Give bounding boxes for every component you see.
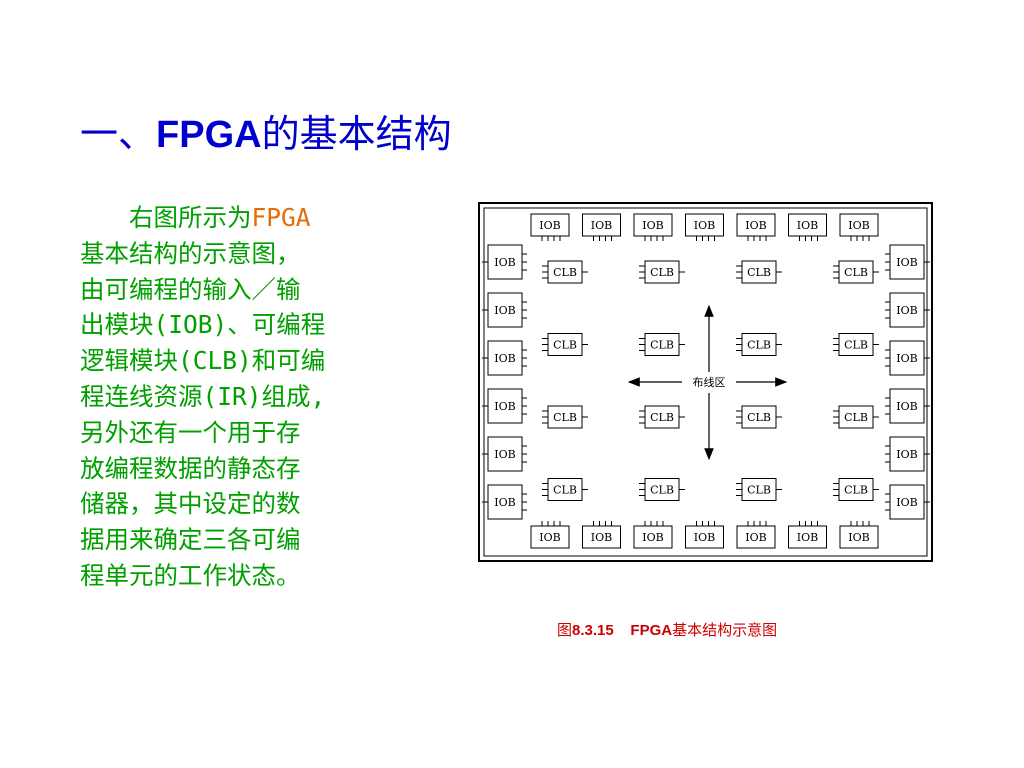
slide-title: 一、FPGA的基本结构 — [80, 108, 452, 161]
iob-label-right-3: IOB — [896, 400, 917, 413]
routing-area: 布线区 — [627, 304, 788, 461]
iob-label-left-0: IOB — [494, 256, 515, 269]
iob-label-right-4: IOB — [896, 448, 917, 461]
iob-label-right-5: IOB — [896, 496, 917, 509]
clb-label-r0-c1: CLB — [650, 266, 674, 279]
description-line-5: 程连线资源(IR)组成, — [80, 381, 326, 411]
description-intro: 右图所示为 — [129, 203, 252, 232]
iob-block-right-2 — [889, 340, 925, 376]
iob-block-bottom-1 — [582, 525, 621, 549]
iob-label-right-2: IOB — [896, 352, 917, 365]
caption-brand: FPGA — [630, 622, 673, 639]
iob-label-left-4: IOB — [494, 448, 515, 461]
iob-block-bottom-5 — [788, 525, 827, 549]
figure-caption: 图8.3.15 FPGA基本结构示意图 — [557, 619, 777, 640]
iob-label-top-4: IOB — [745, 219, 766, 232]
iob-block-right-4 — [889, 436, 925, 472]
iob-label-bottom-4: IOB — [745, 531, 766, 544]
description-line-1: 基本结构的示意图， — [80, 238, 301, 268]
iob-label-top-3: IOB — [694, 219, 715, 232]
iob-block-top-3 — [685, 213, 724, 237]
iob-label-bottom-5: IOB — [797, 531, 818, 544]
iob-block-bottom-0 — [530, 525, 570, 549]
clb-label-r0-c2: CLB — [747, 266, 771, 279]
fpga-structure-diagram: IOB IOB IOB IOB IOB IOB IOB IOB IOB IOB IOB IOB IOB I… — [478, 202, 933, 562]
iob-block-top-0 — [530, 213, 570, 237]
iob-label-left-2: IOB — [494, 352, 515, 365]
iob-label-bottom-3: IOB — [694, 531, 715, 544]
iob-label-left-3: IOB — [494, 400, 515, 413]
description-line-2: 由可编程的输入／输 — [80, 274, 301, 304]
clb-label-r0-c3: CLB — [844, 266, 868, 279]
iob-label-right-1: IOB — [896, 304, 917, 317]
caption-prefix: 图 — [557, 622, 573, 639]
iob-label-top-5: IOB — [797, 219, 818, 232]
iob-block-bottom-2 — [633, 525, 673, 549]
description-line-3: 出模块(IOB)、可编程 — [80, 310, 326, 340]
description-line-10: 程单元的工作状态。 — [80, 560, 301, 590]
description-text: 右图所示为FPGA 基本结构的示意图， 由可编程的输入／输 出模块(IOB)、可… — [80, 200, 420, 594]
clb-label-r3-c3: CLB — [844, 484, 868, 497]
iob-label-right-0: IOB — [896, 256, 917, 269]
iob-block-left-0 — [487, 244, 523, 280]
description-line-9: 据用来确定三各可编 — [80, 525, 301, 555]
clb-label-r3-c1: CLB — [650, 484, 674, 497]
iob-block-top-2 — [633, 213, 673, 237]
chip-inner-border — [483, 207, 928, 557]
chip-outer-border — [478, 202, 933, 562]
iob-label-left-1: IOB — [494, 304, 515, 317]
description-highlight: FPGA — [251, 203, 311, 232]
clb-label-r1-c2: CLB — [747, 339, 771, 352]
caption-number: 8.3.15 — [572, 622, 614, 639]
clb-label-r2-c1: CLB — [650, 411, 674, 424]
clb-label-r2-c0: CLB — [553, 411, 577, 424]
caption-suffix: 基本结构示意图 — [672, 622, 778, 639]
title-brand: FPGA — [156, 114, 262, 156]
iob-block-left-3 — [487, 388, 523, 424]
clb-label-r3-c0: CLB — [553, 484, 577, 497]
title-suffix: 的基本结构 — [261, 112, 452, 156]
clb-label-r1-c1: CLB — [650, 339, 674, 352]
iob-block-top-6 — [839, 213, 879, 237]
title-prefix: 一、 — [80, 112, 157, 156]
clb-label-r1-c3: CLB — [844, 339, 868, 352]
iob-block-top-1 — [582, 213, 621, 237]
description-line-7: 放编程数据的静态存 — [80, 453, 301, 483]
clb-label-r3-c2: CLB — [747, 484, 771, 497]
iob-block-right-3 — [889, 388, 925, 424]
iob-block-bottom-6 — [839, 525, 879, 549]
iob-label-bottom-2: IOB — [642, 531, 663, 544]
iob-label-top-0: IOB — [539, 219, 560, 232]
clb-label-r2-c3: CLB — [844, 411, 868, 424]
clb-label-r2-c2: CLB — [747, 411, 771, 424]
iob-label-bottom-1: IOB — [591, 531, 612, 544]
iob-block-left-1 — [487, 292, 523, 328]
iob-label-top-1: IOB — [591, 219, 612, 232]
iob-block-bottom-3 — [685, 525, 724, 549]
iob-block-top-5 — [788, 213, 827, 237]
description-line-4: 逻辑模块(CLB)和可编 — [80, 346, 326, 376]
routing-area-label: 布线区 — [693, 375, 726, 389]
iob-label-top-2: IOB — [642, 219, 663, 232]
iob-label-bottom-0: IOB — [539, 531, 560, 544]
clb-label-r0-c0: CLB — [553, 266, 577, 279]
iob-label-bottom-6: IOB — [848, 531, 869, 544]
description-line-8: 储器，其中设定的数 — [80, 489, 301, 519]
description-line-6: 另外还有一个用于存 — [80, 417, 301, 447]
iob-label-left-5: IOB — [494, 496, 515, 509]
clb-label-r1-c0: CLB — [553, 339, 577, 352]
description-line-0: 右图所示为FPGA — [80, 200, 420, 236]
iob-block-top-4 — [736, 213, 776, 237]
iob-label-top-6: IOB — [848, 219, 869, 232]
iob-block-bottom-4 — [736, 525, 776, 549]
